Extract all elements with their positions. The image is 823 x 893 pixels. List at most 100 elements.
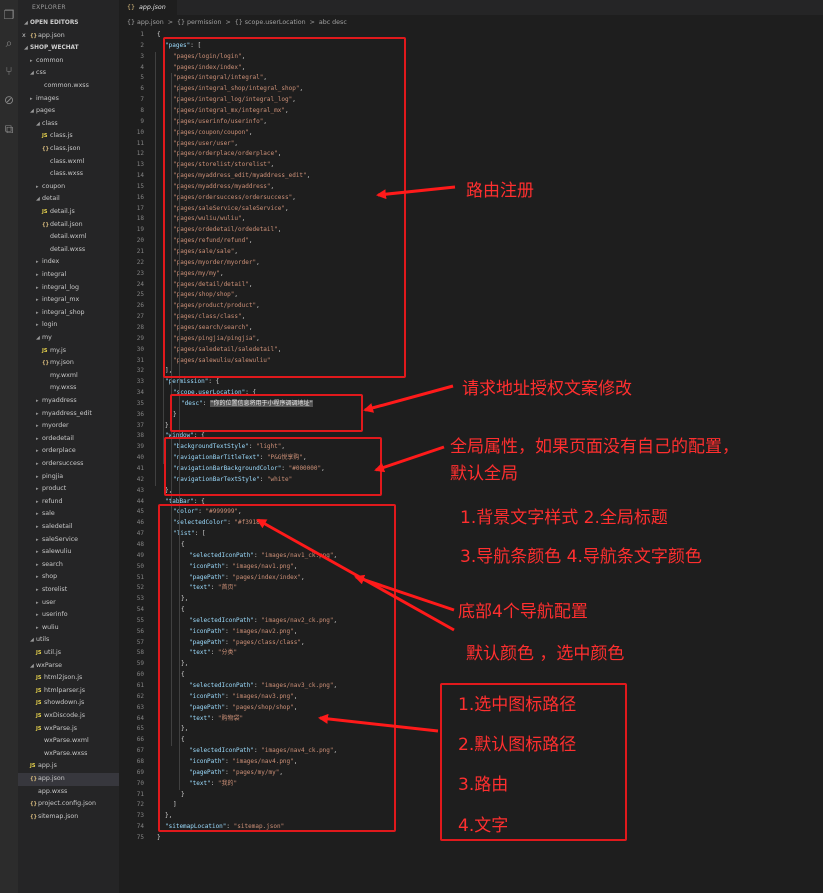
tree-section-header[interactable]: ◢SHOP_WECHAT — [18, 42, 119, 55]
folder-item[interactable]: ◢pages — [18, 105, 119, 118]
folder-item[interactable]: ◢css — [18, 67, 119, 80]
folder-item[interactable]: ▸integral_log — [18, 282, 119, 295]
json-punctuation: , — [248, 323, 253, 331]
json-file-icon: {} — [42, 146, 50, 152]
code-text: "selectedIconPath": "images/nav4_ck.png"… — [189, 746, 337, 757]
code-line: 5"pages/integral/integral", — [119, 73, 823, 84]
tree-section-header[interactable]: ◢OPEN EDITORS — [18, 17, 119, 30]
tabbar-annotation-box — [158, 504, 396, 832]
breadcrumb-item[interactable]: {} app.json — [127, 19, 164, 26]
line-number: 71 — [136, 790, 144, 798]
folder-item[interactable]: ▸coupon — [18, 181, 119, 194]
json-punctuation: , — [293, 757, 298, 765]
tree-item-label: sitemap.json — [38, 812, 79, 820]
folder-item[interactable]: ◢utils — [18, 634, 119, 647]
folder-item[interactable]: ▸myorder — [18, 420, 119, 433]
file-item[interactable]: {}detail.json — [18, 219, 119, 232]
json-punctuation: , — [234, 139, 239, 147]
file-item[interactable]: detail.wxss — [18, 244, 119, 257]
folder-item[interactable]: ▸myaddress_edit — [18, 408, 119, 421]
folder-item[interactable]: ▸ordersuccess — [18, 458, 119, 471]
close-icon[interactable]: x — [22, 31, 26, 39]
file-item[interactable]: {}class.json — [18, 143, 119, 156]
debug-icon[interactable]: ⊘ — [3, 93, 15, 107]
folder-item[interactable]: ◢my — [18, 332, 119, 345]
json-file-icon: {} — [30, 801, 38, 808]
tree-item-label: SHOP_WECHAT — [30, 45, 79, 52]
file-item[interactable]: class.wxss — [18, 168, 119, 181]
folder-item[interactable]: ▸login — [18, 319, 119, 332]
json-string: "pages/integral_mx/integral_mx" — [173, 106, 285, 114]
source-control-icon[interactable]: ⑂ — [5, 64, 13, 78]
code-text: "pages/my/my", — [173, 269, 224, 280]
activity-bar: ❐ ⌕ ⑂ ⊘ ⧉ — [0, 0, 18, 893]
line-number: 7 — [140, 96, 144, 104]
folder-item[interactable]: ◢wxParse — [18, 660, 119, 673]
folder-item[interactable]: ▸images — [18, 93, 119, 106]
folder-item[interactable]: ▸saleService — [18, 534, 119, 547]
breadcrumb-item[interactable]: abc desc — [318, 19, 347, 26]
file-item[interactable]: common.wxss — [18, 80, 119, 93]
file-item[interactable]: my.wxml — [18, 370, 119, 383]
folder-item[interactable]: ▸integral_mx — [18, 294, 119, 307]
folder-item[interactable]: ▸shop — [18, 571, 119, 584]
folder-item[interactable]: ▸common — [18, 55, 119, 68]
code-text: "pages/integral_shop/integral_shop", — [173, 84, 303, 95]
folder-item[interactable]: ▸saledetail — [18, 521, 119, 534]
file-item[interactable]: my.wxss — [18, 382, 119, 395]
folder-item[interactable]: ▸integral — [18, 269, 119, 282]
folder-item[interactable]: ◢class — [18, 118, 119, 131]
file-item[interactable]: wxParse.wxml — [18, 735, 119, 748]
folder-item[interactable]: ▸search — [18, 559, 119, 572]
folder-item[interactable]: ▸salewuliu — [18, 546, 119, 559]
folder-item[interactable]: ▸userinfo — [18, 609, 119, 622]
folder-item[interactable]: ◢detail — [18, 193, 119, 206]
file-item[interactable]: wxParse.wxss — [18, 748, 119, 761]
folder-item[interactable]: ▸integral_shop — [18, 307, 119, 320]
file-item[interactable]: app.wxss — [18, 786, 119, 799]
breadcrumb-item[interactable]: {} permission — [177, 19, 222, 26]
tab-app-json[interactable]: {}app.json — [119, 0, 177, 15]
extensions-icon[interactable]: ⧉ — [4, 122, 14, 136]
file-item[interactable]: x{}app.json — [18, 30, 119, 43]
folder-item[interactable]: ▸refund — [18, 496, 119, 509]
folder-item[interactable]: ▸storelist — [18, 584, 119, 597]
code-text: "pages/sale/sale", — [173, 247, 238, 258]
search-icon[interactable]: ⌕ — [5, 36, 13, 50]
folder-item[interactable]: ▸pingjia — [18, 471, 119, 484]
folder-item[interactable]: ▸orderplace — [18, 445, 119, 458]
json-punctuation: : — [225, 627, 233, 635]
code-line: 21"pages/sale/sale", — [119, 247, 823, 258]
folder-item[interactable]: ▸myaddress — [18, 395, 119, 408]
folder-item[interactable]: ▸sale — [18, 508, 119, 521]
code-editor[interactable]: 1{2"pages": [3"pages/login/login",4"page… — [119, 30, 823, 893]
file-item[interactable]: {}sitemap.json — [18, 811, 119, 824]
json-punctuation: : — [259, 454, 267, 462]
breadcrumb-item[interactable]: {} scope.userLocation — [234, 19, 306, 26]
folder-item[interactable]: ▸user — [18, 597, 119, 610]
file-item[interactable]: class.wxml — [18, 156, 119, 169]
json-punctuation: , — [293, 692, 298, 700]
file-item[interactable]: {}my.json — [18, 357, 119, 370]
folder-item[interactable]: ▸product — [18, 483, 119, 496]
tree-item-label: wxDiscode.js — [44, 712, 85, 719]
folder-item[interactable]: ▸index — [18, 256, 119, 269]
file-item[interactable]: {}project.config.json — [18, 798, 119, 811]
files-icon[interactable]: ❐ — [3, 8, 15, 22]
folder-item[interactable]: ▸wuliu — [18, 622, 119, 635]
file-item[interactable]: {}app.json — [18, 773, 119, 786]
json-punctuation: }, — [181, 725, 189, 733]
tree-item-label: detail — [42, 195, 60, 203]
folder-item[interactable]: ▸ordedetail — [18, 433, 119, 446]
file-item[interactable]: detail.wxml — [18, 231, 119, 244]
